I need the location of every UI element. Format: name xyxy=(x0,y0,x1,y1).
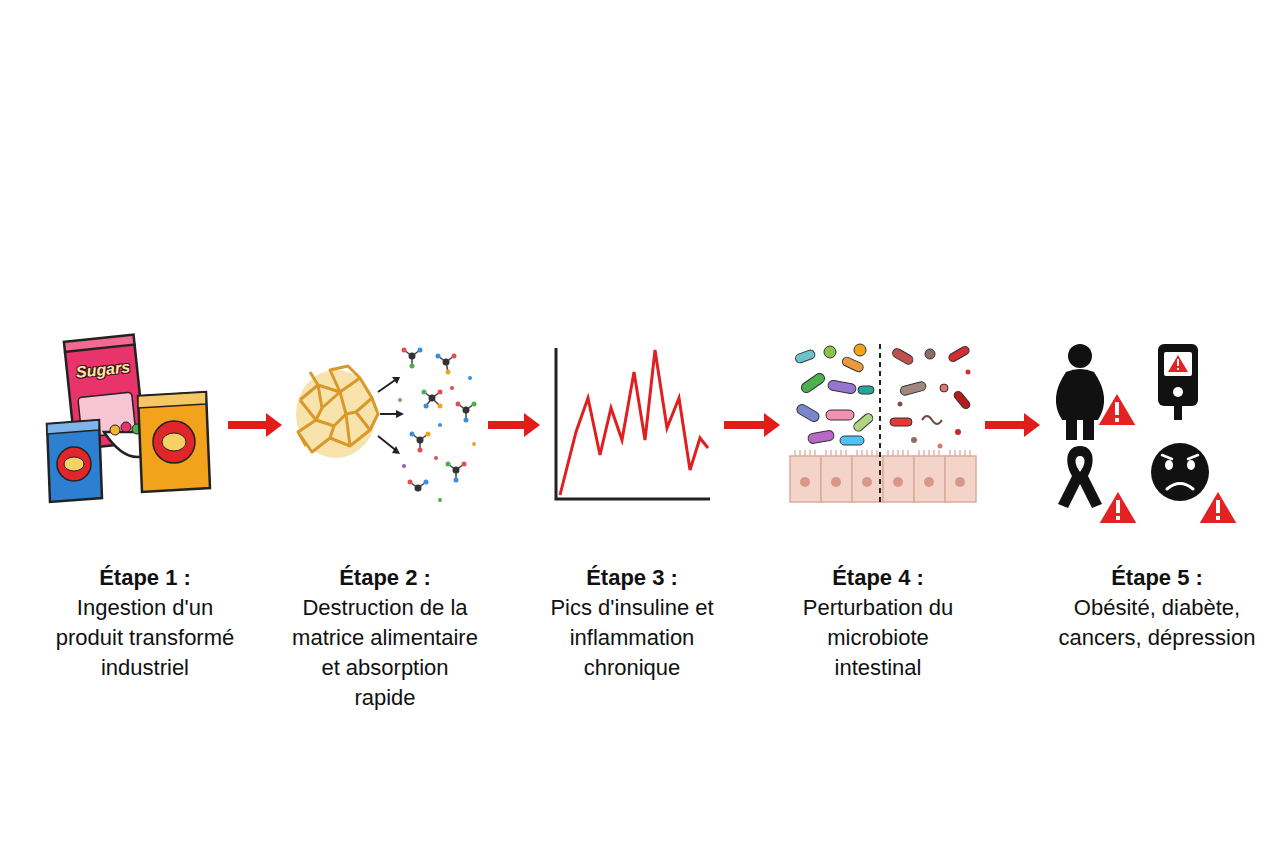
cereal xyxy=(110,425,120,435)
step-caption: Étape 5 :Obésité, diabète, cancers, dépr… xyxy=(1057,563,1257,653)
molecules xyxy=(404,350,474,488)
warning-triangle xyxy=(1097,392,1137,426)
bag-seal xyxy=(138,392,206,408)
flow-arrow xyxy=(985,413,1040,437)
step-node: Étape 3 :Pics d'insuline et inflammation… xyxy=(540,330,724,520)
chip xyxy=(162,433,186,451)
processed-food-icon xyxy=(47,335,210,502)
step-description: Perturbation du microbiote intestinal xyxy=(786,593,971,683)
flow-arrow xyxy=(724,413,780,437)
molecule-atoms xyxy=(398,348,477,503)
arrow-shaft xyxy=(985,421,1026,429)
yellow-chip-bag xyxy=(138,392,210,492)
cancer-ribbon-icon xyxy=(1058,446,1102,508)
step-caption: Étape 1 :Ingestion d'un produit transfor… xyxy=(55,563,235,683)
step-description: Pics d'insuline et inflammation chroniqu… xyxy=(525,593,740,683)
step-node: Étape 2 :Destruction de la matrice alime… xyxy=(282,330,488,520)
insulin-line xyxy=(560,350,708,495)
box-top xyxy=(64,335,135,352)
sad-face-icon xyxy=(1151,443,1209,501)
step-heading: Étape 3 : xyxy=(525,563,740,593)
step-node: Étape 5 :Obésité, diabète, cancers, dépr… xyxy=(1040,330,1250,520)
step-description: Destruction de la matrice alimentaire et… xyxy=(290,593,480,713)
microbiota-icon xyxy=(790,344,976,504)
step-heading: Étape 4 : xyxy=(786,563,971,593)
blue-chip-bag xyxy=(47,420,102,502)
bag xyxy=(47,420,102,502)
step-heading: Étape 2 : xyxy=(290,563,480,593)
step-node: Étape 4 :Perturbation du microbiote inte… xyxy=(780,330,985,520)
arrow-head xyxy=(266,413,282,437)
chart-axes xyxy=(556,348,710,499)
arrow-shaft xyxy=(724,421,766,429)
disrupted-bacteria xyxy=(890,345,971,448)
package-label: Sugars xyxy=(69,358,137,383)
cereal xyxy=(121,422,131,432)
bag-logo xyxy=(153,421,195,463)
matrix-mesh xyxy=(298,366,378,452)
glucose-meter-icon xyxy=(1158,344,1198,420)
disease-icons xyxy=(1056,344,1238,524)
food-matrix-icon xyxy=(296,348,477,503)
step-heading: Étape 5 : xyxy=(1057,563,1257,593)
flow-arrow xyxy=(228,413,282,437)
bag-seal xyxy=(47,420,99,434)
chip xyxy=(64,457,84,471)
step-caption: Étape 3 :Pics d'insuline et inflammation… xyxy=(525,563,740,683)
step-node: Étape 1 :Ingestion d'un produit transfor… xyxy=(40,330,228,520)
bag xyxy=(138,392,210,492)
divider-line xyxy=(879,344,881,504)
arrow-head xyxy=(764,413,780,437)
gut-cells xyxy=(790,450,976,502)
arrow-shaft xyxy=(488,421,526,429)
step-description: Ingestion d'un produit transformé indust… xyxy=(55,593,235,683)
step-description: Obésité, diabète, cancers, dépression xyxy=(1057,593,1257,653)
flow-arrow xyxy=(488,413,540,437)
step-heading: Étape 1 : xyxy=(55,563,235,593)
break-heads xyxy=(392,377,404,454)
step-caption: Étape 4 :Perturbation du microbiote inte… xyxy=(786,563,971,683)
healthy-bacteria xyxy=(794,344,874,445)
warning-triangle xyxy=(1098,490,1138,524)
arrow-head xyxy=(524,413,540,437)
arrow-head xyxy=(1024,413,1040,437)
step-caption: Étape 2 :Destruction de la matrice alime… xyxy=(290,563,480,713)
arrow-shaft xyxy=(228,421,268,429)
bag-logo xyxy=(57,447,91,481)
spike-chart xyxy=(556,348,710,499)
warning-triangle xyxy=(1198,490,1238,524)
